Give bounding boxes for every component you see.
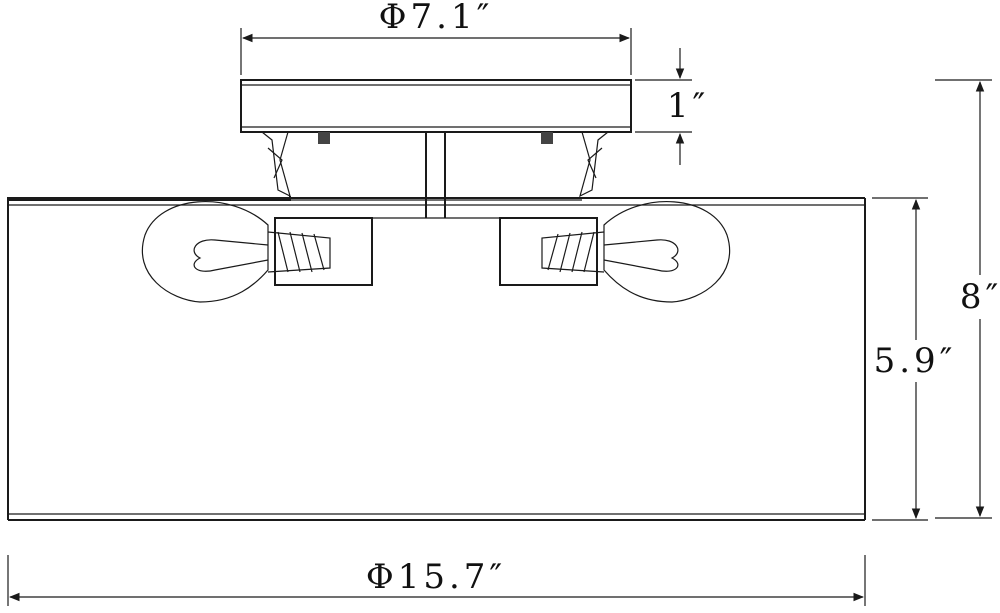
right-bulb xyxy=(499,201,730,303)
canopy xyxy=(240,79,632,218)
shade-height-label: 5.9″ xyxy=(874,341,957,381)
canopy-diameter-label: Φ7.1″ xyxy=(379,0,494,37)
dim-canopy-height: 1″ xyxy=(635,48,709,165)
drum-shade xyxy=(7,196,866,521)
shade-diameter-label: Φ15.7″ xyxy=(366,557,506,597)
dim-shade-diameter: Φ15.7″ xyxy=(7,555,866,606)
dim-canopy-diameter: Φ7.1″ xyxy=(240,0,632,75)
total-height-label: 8″ xyxy=(960,277,1000,317)
canopy-height-label: 1″ xyxy=(667,86,709,126)
dim-total-height: 8″ xyxy=(935,79,1000,519)
dim-shade-height: 5.9″ xyxy=(872,197,957,521)
left-bulb xyxy=(142,201,373,303)
